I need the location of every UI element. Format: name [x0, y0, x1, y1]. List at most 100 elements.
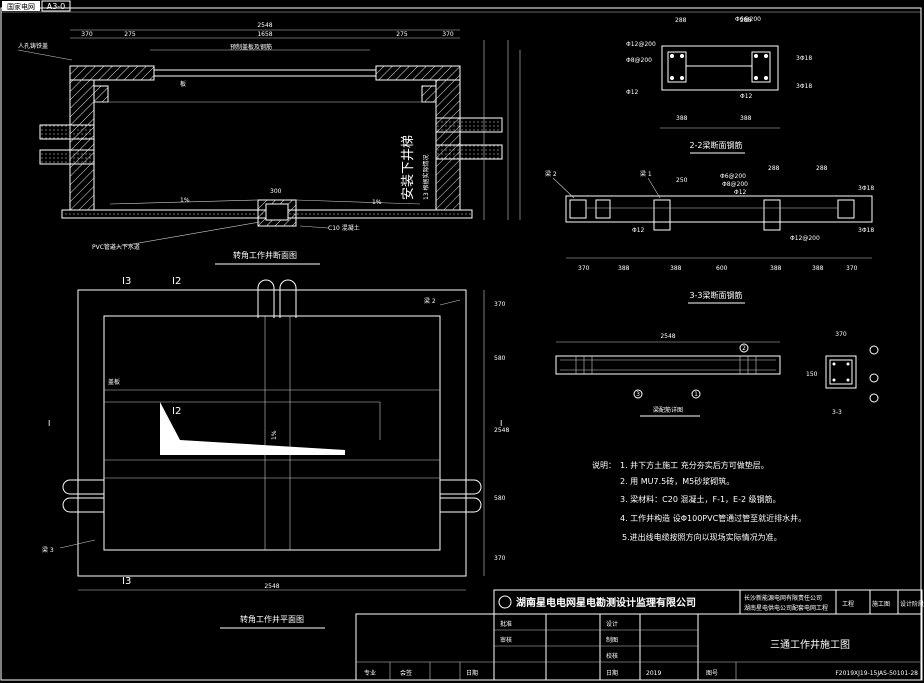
- beam-3-label: 梁 3: [42, 546, 54, 554]
- drawing-title: 三通工作井施工图: [770, 638, 850, 651]
- sump-dim: 300: [270, 188, 282, 195]
- slope-marker: [160, 402, 345, 455]
- s22-rebar-0: Φ6@200: [735, 16, 761, 23]
- drawing-no-label: 图号: [706, 670, 718, 677]
- tag-1-text: 国家电网: [7, 2, 35, 11]
- section-view: 2548 370 275 1658 275 370 人孔铸铁盖 预制盖板及钢筋 …: [17, 22, 521, 265]
- slab-left: [69, 65, 155, 81]
- foot-0: 专业: [364, 669, 376, 677]
- row3-d: 2019: [646, 670, 661, 677]
- tag-2-text: A3-0: [47, 2, 66, 11]
- s22-rebar-6: 3Φ18: [796, 83, 812, 90]
- note-3: 3. 梁材料：C20 混凝土，F-1，E-2 级钢筋。: [620, 494, 781, 504]
- dim-d: 275: [396, 31, 408, 38]
- project-name: 湖南星电供电公司配套电网工程: [744, 604, 828, 612]
- dim-c: 1658: [257, 31, 272, 38]
- row2-c: 校核: [606, 652, 618, 660]
- s33-rebar-5: 3Φ18: [858, 227, 874, 234]
- cs-width: 370: [835, 331, 847, 338]
- s22-rebar-4: Φ12: [740, 93, 753, 100]
- note-4: 4. 工作井构造 设Φ100PVC管通过管至就近排水井。: [620, 513, 806, 523]
- s22-dim-c: 388: [676, 115, 688, 122]
- s33-rebar-8: 288: [768, 165, 780, 172]
- s33-title: 3-3梁断面钢筋: [689, 290, 742, 300]
- i3-top-label: I3: [122, 276, 131, 287]
- plan-dim-r4: 370: [494, 555, 506, 562]
- s33-dim-6: 370: [846, 265, 858, 272]
- plan-dim-r0: 370: [494, 301, 506, 308]
- slope-right: 1%: [372, 199, 382, 206]
- s22-title: 2-2梁断面钢筋: [689, 140, 742, 150]
- s33-rebar-0: Φ6@200: [720, 173, 746, 180]
- s22-rebar-1: Φ8@200: [626, 57, 652, 64]
- notes-heading: 说明：: [592, 460, 616, 470]
- dim-b: 275: [124, 31, 136, 38]
- i3-bottom-label: I3: [122, 576, 131, 587]
- sheet-border: [0, 7, 922, 681]
- row0-c: 设计: [606, 620, 618, 628]
- s33-dim-0: 370: [578, 265, 590, 272]
- slab-right: [375, 65, 461, 81]
- cover-label: 人孔铸铁盖: [18, 42, 48, 50]
- s22-dim-a: 288: [675, 17, 687, 24]
- foot-1: 会签: [400, 669, 412, 677]
- s22-rebar-2: Φ12@200: [626, 41, 656, 48]
- phase-label: 工程: [842, 600, 854, 608]
- foot-2: 日期: [466, 669, 478, 677]
- plan-dim-r1: 580: [494, 355, 506, 362]
- s33-rebar-3: Φ12: [632, 227, 645, 234]
- section-title: 转角工作井断面图: [233, 250, 297, 260]
- beam-dim: 2548: [660, 333, 675, 340]
- section-2-2: 288 288 388 388 Φ6@200 Φ8@200 Φ12@200 Φ1…: [626, 16, 812, 154]
- pvc-label: PVC管道入下水道: [92, 243, 140, 251]
- i2-top-label: I2: [172, 276, 181, 287]
- note-1: 1. 井下方土施工 充分夯实后方可做垫层。: [620, 460, 769, 470]
- concrete-label: C10 混凝土: [328, 224, 360, 232]
- title-block: 湖南星电电网星电勘测设计监理有限公司 长沙新能源电网有限责任公司 湖南星电供电公…: [355, 589, 924, 681]
- beam-detail: 2548 2 3 1 梁配筋详图 370 150 3-3: [555, 331, 879, 417]
- i2-mid-label: I2: [172, 406, 181, 417]
- s33-rebar-4: 3Φ18: [858, 185, 874, 192]
- dim-e: 370: [442, 31, 454, 38]
- s33-rebar-7: 250: [676, 177, 688, 184]
- plan-dim-bottom: 2548: [264, 583, 279, 590]
- lid-label: 预制盖板及钢筋: [230, 43, 272, 51]
- row1-a: 审核: [500, 636, 512, 644]
- plate-label: 板: [180, 80, 186, 88]
- beam-detail-title: 梁配筋详图: [653, 406, 683, 414]
- s33-dim-5: 388: [812, 265, 824, 272]
- i-right: I: [500, 419, 502, 428]
- lid-label-plan: 盖板: [108, 378, 120, 386]
- section-3-3: 梁 2 梁 1 370 388 388 600 388 388 370 Φ6@2…: [545, 165, 874, 304]
- drawing-no: F2019XJ19-15JAS-50101-28: [835, 670, 918, 677]
- plan-outer: [77, 289, 467, 577]
- s33-dim-4: 388: [770, 265, 782, 272]
- cs-title: 3-3: [832, 409, 842, 416]
- wall-left: [69, 79, 95, 211]
- ladder-label-2: 13 根据实际情况: [422, 154, 430, 200]
- dim-a: 370: [81, 31, 93, 38]
- phase-value: 施工图: [872, 600, 890, 608]
- dim-overall: 2548: [257, 22, 272, 29]
- s22-dim-d: 388: [740, 115, 752, 122]
- ladder-label: 安装下井梯: [401, 135, 416, 200]
- row0-a: 批准: [500, 620, 512, 628]
- s33-dim-3: 600: [716, 265, 728, 272]
- plan-view: I3 I2 I2 I3 盖板 1% 梁 2 梁 3 I I 2548 370 5…: [42, 276, 509, 629]
- plan-dim-r3: 580: [494, 495, 506, 502]
- s22-rebar-5: 3Φ18: [796, 55, 812, 62]
- s33-dim-2: 388: [670, 265, 682, 272]
- plan-inner: [103, 315, 441, 551]
- plan-dim-r2: 2548: [494, 427, 509, 434]
- callout-2: 2: [742, 345, 746, 352]
- note-5: 5.进出线电缆按照方向以现场实际情况为准。: [622, 532, 782, 542]
- s33-rebar-1: Φ8@200: [722, 181, 748, 188]
- beam-2-label: 梁 2: [424, 297, 436, 305]
- slope-left: 1%: [180, 197, 190, 204]
- client-name: 长沙新能源电网有限责任公司: [744, 594, 822, 602]
- plan-title: 转角工作井平面图: [240, 614, 304, 624]
- notes: 说明： 1. 井下方土施工 充分夯实后方可做垫层。 2. 用 MU7.5砖，M5…: [592, 460, 806, 542]
- s33-beam-2: 梁 2: [545, 170, 557, 178]
- callout-1: 1: [694, 391, 698, 398]
